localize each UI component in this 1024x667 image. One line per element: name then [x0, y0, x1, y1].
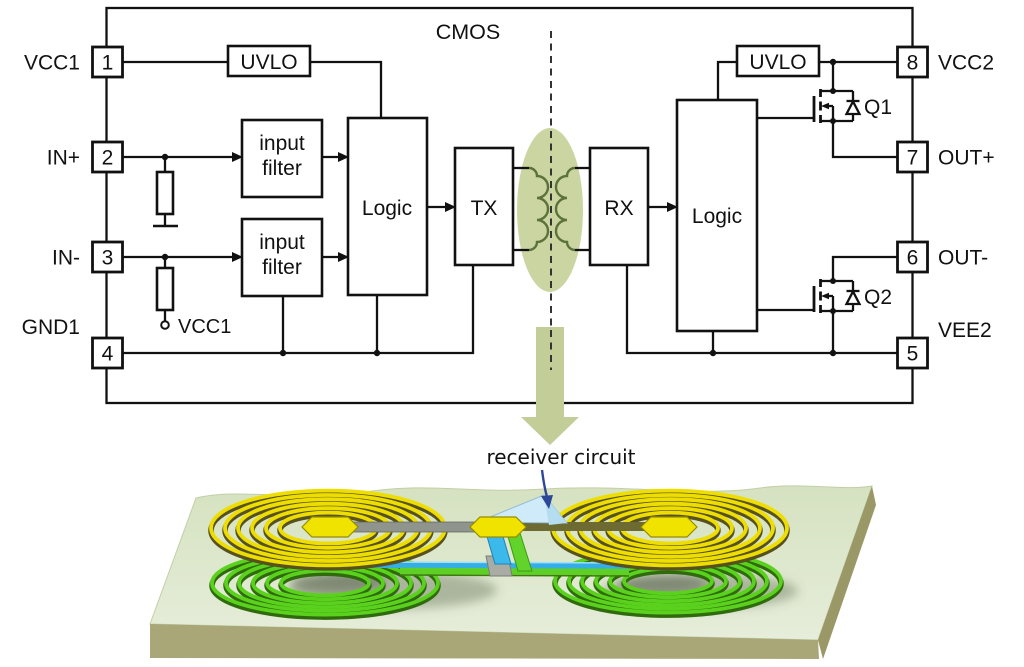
pin-box-5 [896, 336, 929, 370]
pin-number-7: 7 [907, 147, 919, 170]
mosfet-q1 [812, 89, 862, 123]
pin-labels: VCC1 IN+ IN- GND1 VCC2 OUT+ OUT- VEE2 [22, 52, 995, 343]
gray-bus-bar [344, 521, 481, 533]
uvlo-right-block [735, 44, 821, 78]
pin-boxes: 1 2 3 4 8 7 6 5 [91, 45, 929, 370]
uvlo-left-block [226, 44, 312, 78]
logic-right-label: Logic [692, 205, 742, 228]
pin-box-8 [896, 45, 929, 79]
substrate-front-face [150, 624, 819, 659]
receiver-pointer-arrow [540, 469, 553, 509]
rx-block [588, 146, 650, 267]
input-resistor-bottom [155, 266, 175, 330]
pad-left [301, 516, 359, 538]
mosfet-q2 [812, 279, 862, 313]
input-filter1-label-line1: input [259, 132, 305, 155]
tx-label: TX [471, 197, 498, 220]
rx-label: RX [604, 197, 633, 220]
cmos-label: CMOS [436, 20, 501, 44]
pin-number-1: 1 [102, 52, 114, 75]
logic-left-block [346, 116, 429, 297]
pin-number-5: 5 [907, 343, 919, 366]
transformer-symbol [528, 166, 576, 252]
pin-box-6 [896, 240, 929, 274]
input-filter2-label-line1: input [259, 231, 305, 254]
input-filter1-label-line2: filter [262, 157, 302, 180]
logic-left-label: Logic [362, 197, 412, 220]
wires [122, 60, 898, 355]
pin-box-4 [91, 336, 124, 370]
pin-label-out-plus: OUT+ [938, 147, 995, 170]
secondary-winding [554, 166, 576, 252]
pin-label-gnd1: GND1 [22, 316, 80, 339]
pin-number-8: 8 [907, 52, 919, 75]
input-filter2-label-line2: filter [262, 256, 302, 279]
pad-middle [469, 516, 527, 538]
zoom-arrow [521, 327, 579, 445]
pin-label-in-plus: IN+ [47, 147, 80, 170]
uvlo-right-label: UVLO [749, 51, 806, 74]
input-resistor-top [153, 170, 178, 228]
vcc1-terminal [160, 320, 170, 330]
pin-label-vcc1: VCC1 [24, 52, 80, 75]
input-filter1-block [240, 118, 324, 199]
receiver-circuit-label: receiver circuit [486, 445, 635, 469]
q1-label: Q1 [864, 96, 892, 119]
primary-winding [528, 166, 550, 252]
pin-box-2 [91, 140, 124, 174]
pin-number-4: 4 [102, 343, 114, 366]
pin-number-2: 2 [102, 147, 114, 170]
ic-outline [105, 6, 914, 405]
logic-right-block [675, 98, 759, 333]
pin-number-3: 3 [102, 247, 114, 270]
signal-arrowheads [232, 152, 678, 262]
on-chip-transformer-illustration [149, 485, 876, 659]
pin-box-3 [91, 240, 124, 274]
olive-bus-bar [516, 522, 652, 531]
interconnect-traces [367, 532, 630, 577]
schematic: VCC1 UVLO input filter input filte [22, 6, 995, 405]
pin-label-in-minus: IN- [52, 247, 80, 270]
pullup-vcc1-label: VCC1 [178, 316, 231, 338]
input-filter2-block [240, 217, 324, 298]
pin-label-vcc2: VCC2 [938, 52, 994, 75]
substrate-right-face [818, 486, 876, 659]
uvlo-left-label: UVLO [240, 51, 297, 74]
q2-label: Q2 [864, 286, 892, 309]
pin-label-vee2: VEE2 [938, 319, 992, 342]
bond-pads [301, 516, 698, 538]
pad-right [640, 516, 698, 538]
pin-label-out-minus: OUT- [938, 247, 988, 270]
tx-block [453, 146, 515, 267]
pin-box-7 [896, 140, 929, 174]
pin-box-1 [91, 45, 124, 79]
pin-number-6: 6 [907, 247, 919, 270]
